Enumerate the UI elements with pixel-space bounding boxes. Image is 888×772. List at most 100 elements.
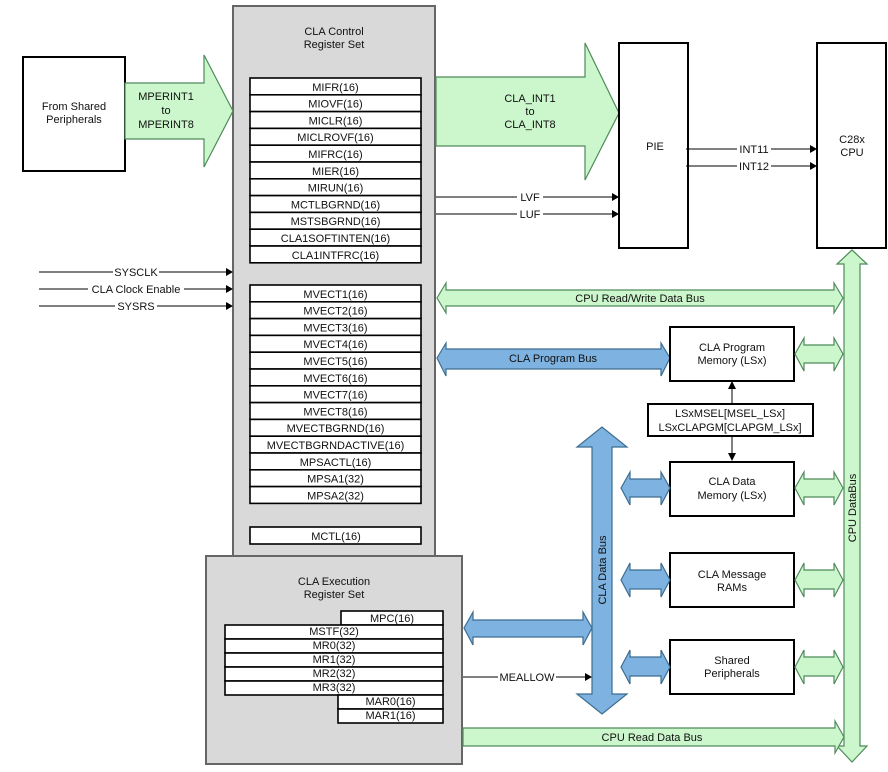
program-memory-cpu-bus-arrow: [794, 335, 844, 372]
sysrs-label: SYSRS: [117, 301, 154, 313]
from-shared-peripherals-box: [22, 56, 126, 172]
cla-clock-enable-label-bg: [88, 282, 184, 295]
int11-arrowhead: [810, 145, 817, 153]
register-mvect5-16-label: MVECT5(16): [303, 356, 367, 368]
int11-label-bg: [737, 142, 771, 155]
register-miclr-16-label: MICLR(16): [309, 115, 363, 127]
cla-message-rams-line1: CLA Message: [698, 569, 766, 581]
cla-data-memory-line1: CLA Data: [708, 476, 756, 488]
message-rams-cpu-bus-arrow: [794, 562, 844, 598]
luf-label: LUF: [520, 209, 541, 221]
meallow-label-bg: [498, 670, 556, 683]
register-mar0-16-label: MAR0(16): [365, 696, 415, 708]
cla-int-label-line3: CLA_INT8: [504, 119, 555, 131]
cpu-read-data-bus-label: CPU Read Data Bus: [602, 732, 703, 744]
data-memory-cpu-bus-arrow: [794, 469, 844, 506]
mperint-label-line3: MPERINT8: [138, 119, 194, 131]
register-mvect4-16-label: MVECT4(16): [303, 339, 367, 351]
int11-label: INT11: [739, 144, 768, 156]
cla-int-label-line1: CLA_INT1: [504, 93, 555, 105]
shared-peripherals-cla-bus-arrow: [620, 649, 671, 685]
data-memory-cla-bus-arrow: [620, 469, 671, 506]
sysclk-arrowhead: [226, 268, 233, 276]
mperint-label-line2: to: [161, 105, 170, 117]
cpu-read-data-bus-arrow: [462, 718, 845, 756]
control-register-group2: MVECT1(16) MVECT2(16) MVECT3(16) MVECT4(16)…: [249, 284, 422, 505]
cla-message-rams-line2: RAMs: [717, 582, 747, 594]
lsx-select-line1: LSxMSEL[MSEL_LSx]: [675, 408, 785, 420]
register-mvect6-16-label: MVECT6(16): [303, 373, 367, 385]
cla-data-memory-line2: Memory (LSx): [697, 490, 766, 502]
sysclk-label: SYSCLK: [114, 267, 158, 279]
register-miovf-16-label: MIOVF(16): [308, 99, 362, 111]
cla-program-memory-line2: Memory (LSx): [697, 355, 766, 367]
register-mctl: [249, 526, 422, 545]
register-cla1intfrc-16: [249, 245, 422, 264]
sysrs-arrowhead: [226, 302, 233, 310]
lvf-label-bg: [517, 190, 543, 203]
register-mpc-label: MPC(16): [370, 613, 414, 625]
lsx-to-data-arrowhead: [728, 453, 736, 461]
register-mr3-32-label: MR3(32): [313, 682, 356, 694]
cpu-databus-label: CPU DataBus: [847, 473, 859, 542]
execution-wide-registers: MSTF(32) MR0(32) MR1(32) MR2(32) MR3(32): [224, 624, 444, 696]
shared-peripherals-line1: Shared: [714, 655, 749, 667]
register-mvectbgrndactive-16-label: MVECTBGRNDACTIVE(16): [267, 440, 405, 452]
register-mvect1-16-label: MVECT1(16): [303, 289, 367, 301]
message-rams-cla-bus-arrow: [620, 562, 671, 598]
register-mstf-32-label: MSTF(32): [309, 626, 359, 638]
cla-program-memory-box: [669, 326, 795, 382]
execution-panel-title-line1: CLA Execution: [298, 576, 370, 588]
meallow-arrowhead: [585, 673, 592, 681]
shared-peripherals-box: [669, 639, 795, 695]
lvf-label: LVF: [520, 192, 540, 204]
int12-label: INT12: [739, 161, 769, 173]
register-mpsa2-32: [249, 485, 422, 505]
register-mar1-16: [337, 708, 444, 724]
register-mctl-label: MCTL(16): [311, 531, 361, 543]
register-cla1intfrc-16-label: CLA1INTFRC(16): [292, 250, 379, 262]
register-cla1softinten-16-label: CLA1SOFTINTEN(16): [281, 233, 390, 245]
cla-int-arrow: [435, 42, 620, 181]
sysclk-label-bg: [113, 265, 159, 278]
cpu-read-write-bus-arrow: [436, 280, 844, 316]
control-panel-title-line2: Register Set: [304, 39, 365, 51]
lsx-select-box: [647, 403, 814, 437]
pie-box: [618, 42, 689, 249]
execution-mar-registers: MAR0(16)MAR1(16): [337, 694, 444, 724]
register-mr1-32-label: MR1(32): [313, 654, 356, 666]
luf-label-bg: [517, 207, 543, 220]
cpu-label-line1: C28x: [839, 134, 865, 146]
lvf-arrowhead: [612, 193, 619, 201]
cla-program-memory-line1: CLA Program: [699, 342, 765, 354]
lsx-to-program-arrowhead: [728, 381, 736, 389]
register-mvect8-16-label: MVECT8(16): [303, 406, 367, 418]
lsx-select-line2: LSxCLAPGM[CLAPGM_LSx]: [658, 422, 801, 434]
register-mpsa2-32-label: MPSA2(32): [307, 490, 364, 502]
shared-peripherals-line2: Peripherals: [704, 668, 760, 680]
cpu-read-write-bus-label: CPU Read/Write Data Bus: [575, 293, 705, 305]
register-miclrovf-16-label: MICLROVF(16): [297, 132, 373, 144]
register-mvect2-16-label: MVECT2(16): [303, 306, 367, 318]
register-mvect3-16-label: MVECT3(16): [303, 322, 367, 334]
mperint-arrow: [124, 54, 234, 168]
register-mpsa1-32-label: MPSA1(32): [307, 474, 364, 486]
execution-panel-title-line2: Register Set: [304, 589, 365, 601]
register-mctlbgrnd-16-label: MCTLBGRND(16): [291, 199, 380, 211]
register-mr2-32-label: MR2(32): [313, 668, 356, 680]
cla-data-bus-label: CLA Data Bus: [597, 535, 609, 605]
register-mr0-32-label: MR0(32): [313, 640, 356, 652]
cla-program-bus-label: CLA Program Bus: [509, 353, 598, 365]
c28x-cpu-box: [816, 42, 887, 249]
cla-message-rams-box: [669, 552, 795, 608]
int12-label-bg: [737, 159, 771, 172]
shared-peripherals-cpu-bus-arrow: [794, 649, 844, 685]
register-mr3-32: [224, 680, 444, 696]
mperint-label-line1: MPERINT1: [138, 91, 194, 103]
register-mifr-16-label: MIFR(16): [312, 82, 358, 94]
control-panel-title-line1: CLA Control: [304, 26, 363, 38]
pie-label: PIE: [646, 141, 664, 153]
execution-cla-data-bus-arrow: [463, 609, 593, 646]
